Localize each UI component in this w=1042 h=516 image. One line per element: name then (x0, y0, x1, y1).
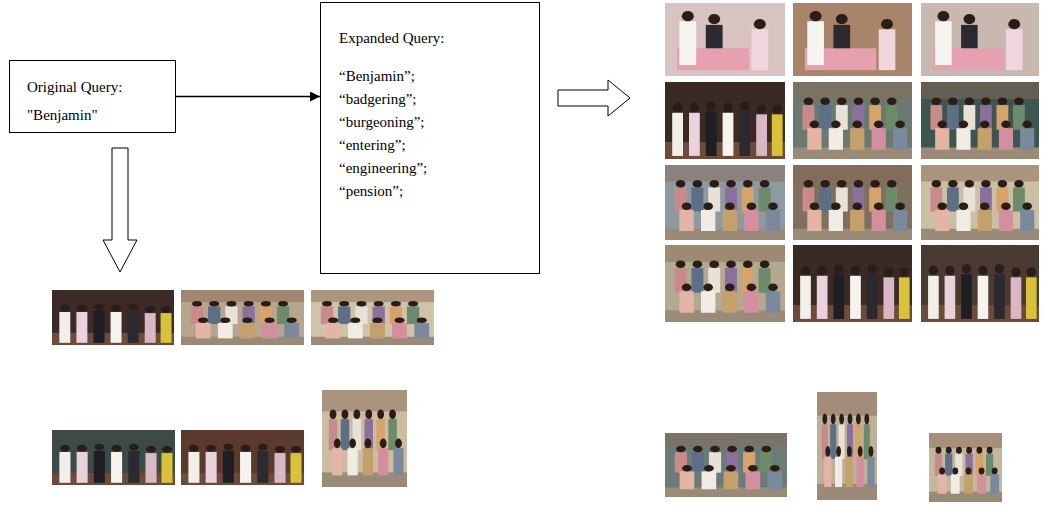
photo (322, 390, 407, 487)
photo-people (921, 82, 1039, 159)
photo (921, 165, 1039, 240)
photo (665, 433, 787, 497)
photo-people (929, 433, 1002, 502)
photo-people (665, 165, 785, 240)
photo-people (921, 165, 1039, 240)
photo-grid (665, 3, 1039, 502)
photo (921, 245, 1039, 322)
photo-people (665, 101, 785, 159)
photo (665, 3, 785, 76)
photo-people (665, 245, 785, 322)
query-term: “Benjamin”; (339, 67, 531, 85)
photo-people (793, 264, 912, 322)
box-heading: Original Query: (27, 78, 167, 96)
photo-people (677, 11, 768, 70)
photo-people (793, 82, 912, 159)
photo-grid (52, 290, 434, 487)
photo (793, 165, 912, 240)
photo-people (181, 290, 304, 345)
photo-people (793, 165, 912, 240)
photo (793, 82, 912, 159)
photo-people (181, 444, 304, 485)
photo-people (933, 11, 1023, 70)
query-term: "Benjamin" (27, 106, 167, 124)
photo (921, 3, 1039, 76)
photo (665, 165, 785, 240)
hollow-arrow (558, 80, 630, 116)
photo (929, 433, 1002, 502)
photo (52, 290, 174, 345)
photo (793, 3, 912, 76)
photo (181, 290, 304, 345)
photo (52, 430, 175, 485)
photo-people (805, 11, 895, 70)
photo (817, 392, 877, 500)
query-term: “entering”; (339, 136, 531, 154)
query-term: “badgering”; (339, 90, 531, 108)
photo (793, 245, 912, 322)
box-heading: Expanded Query: (339, 29, 531, 47)
query-term: “burgeoning”; (339, 113, 531, 131)
photo-people (52, 304, 174, 345)
expanded-query-box: Expanded Query: “Benjamin”; “badgering”; “b… (320, 2, 540, 274)
photo (665, 245, 785, 322)
photo-people (665, 433, 787, 497)
photo-people (322, 390, 407, 487)
photo (665, 82, 785, 159)
photo-people (921, 264, 1039, 322)
arrow-connector (176, 96, 320, 97)
photo (921, 82, 1039, 159)
photo-people (52, 444, 175, 485)
query-term: “engineering”; (339, 159, 531, 177)
query-box: Original Query: "Benjamin" (9, 60, 176, 133)
photo (311, 290, 434, 345)
photo-people (817, 392, 877, 500)
photo (181, 430, 304, 485)
hollow-arrow (103, 148, 137, 272)
query-term: “pension”; (339, 182, 531, 200)
photo-people (311, 290, 434, 345)
